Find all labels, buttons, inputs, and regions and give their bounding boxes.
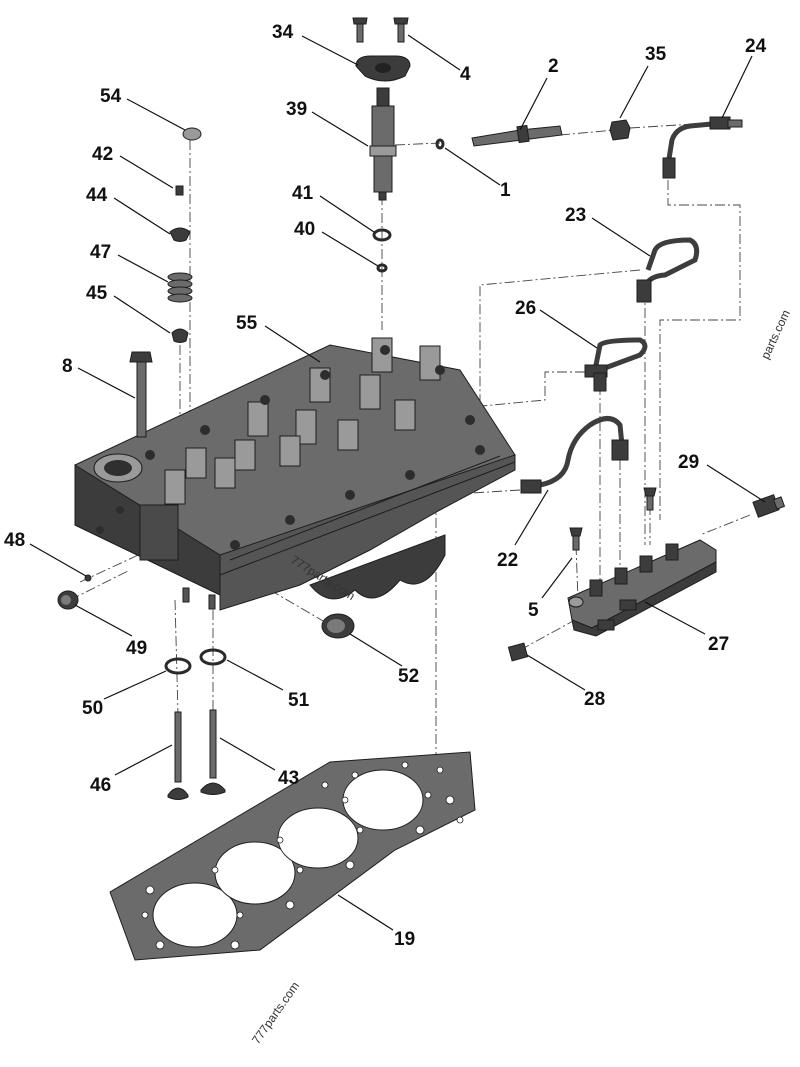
valve-46 [167, 711, 189, 800]
fitting-nut [609, 119, 631, 141]
fuel-line-22 [520, 416, 629, 494]
leader-lines [29, 34, 766, 931]
callout-labels: 34 4 2 35 24 54 39 1 42 44 41 40 23 47 4… [4, 22, 767, 950]
callout-19: 19 [394, 929, 415, 950]
callout-34: 34 [272, 22, 294, 43]
head-bolt [129, 351, 153, 438]
valve-spring [167, 272, 193, 303]
callout-5: 5 [528, 600, 539, 621]
callout-2: 2 [548, 56, 559, 77]
watermark-edge: parts.com [758, 308, 793, 362]
injector-seal-41 [372, 228, 392, 242]
callout-50: 50 [82, 698, 103, 719]
callout-23: 23 [565, 205, 586, 226]
callout-40: 40 [294, 219, 315, 240]
rail-plug [507, 642, 529, 662]
callout-54: 54 [100, 86, 122, 107]
fuel-inlet-connector [435, 124, 563, 150]
cylinder-head [74, 337, 516, 611]
valve-train-components [167, 127, 202, 343]
callout-27: 27 [708, 634, 729, 655]
fuel-line-23 [636, 237, 700, 303]
valve-seal-51 [199, 648, 227, 666]
expansion-plug-52 [321, 613, 355, 639]
rail-bolts [569, 487, 657, 551]
callout-51: 51 [288, 690, 310, 711]
callout-22: 22 [497, 550, 518, 571]
fuel-injector [369, 87, 397, 201]
callout-45: 45 [86, 283, 108, 304]
callout-43: 43 [278, 768, 299, 789]
valve-43 [200, 709, 226, 795]
callout-47: 47 [90, 242, 111, 263]
callout-39: 39 [286, 99, 307, 120]
callout-55: 55 [236, 313, 258, 334]
valve-seal-50 [164, 657, 192, 675]
injector-seal-40 [376, 263, 388, 273]
callout-42: 42 [92, 144, 113, 165]
callout-26: 26 [515, 298, 536, 319]
injector-clamp [352, 17, 411, 82]
valve-springs [164, 337, 441, 505]
fuel-line-26 [584, 337, 648, 392]
callout-41: 41 [292, 183, 314, 204]
callout-4: 4 [460, 64, 471, 85]
callout-28: 28 [584, 689, 605, 710]
callout-1: 1 [500, 180, 511, 201]
callout-49: 49 [126, 638, 147, 659]
head-gasket [109, 751, 476, 961]
callout-48: 48 [4, 530, 25, 551]
callout-29: 29 [678, 452, 699, 473]
callout-46: 46 [90, 775, 111, 796]
pressure-sensor [752, 494, 786, 518]
callout-24: 24 [745, 36, 767, 57]
callout-52: 52 [398, 666, 419, 687]
callout-35: 35 [645, 44, 667, 65]
plug-48 [84, 574, 92, 582]
watermark-bottom: 777parts.com [249, 979, 302, 1047]
common-rail [567, 539, 717, 637]
callout-44: 44 [86, 185, 108, 206]
fuel-line-24 [662, 116, 743, 179]
expansion-plug-49 [57, 590, 79, 610]
callout-8: 8 [62, 356, 73, 377]
